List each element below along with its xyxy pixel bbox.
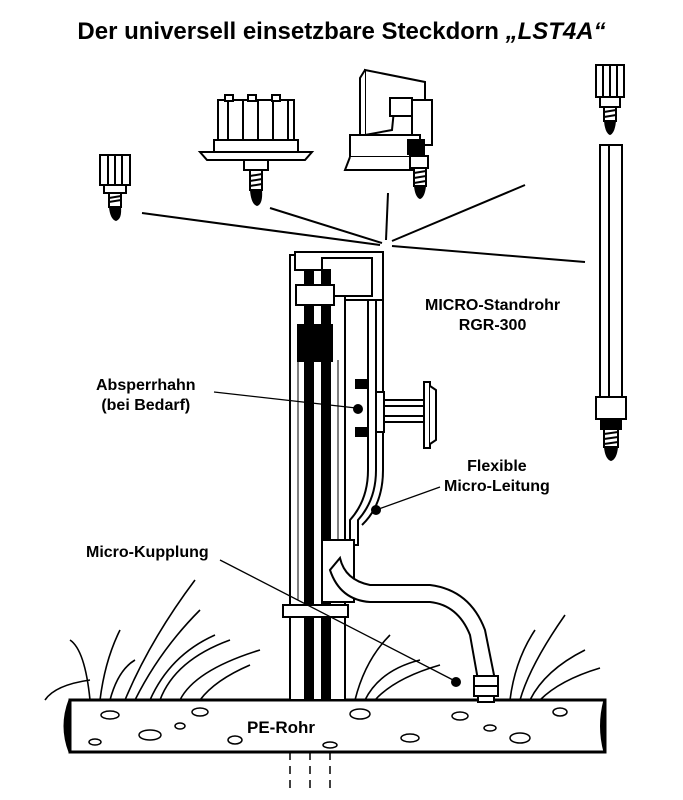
micro-standrohr-riser [595,64,627,462]
label-standrohr-line1: MICRO-Standrohr [425,297,561,314]
label-micro-kupplung: Micro-Kupplung [86,543,209,563]
label-absperrhahn-line1: Absperrhahn [96,377,196,394]
impulse-sprinkler-head [343,68,433,200]
label-micro-leitung: Flexible Micro-Leitung [444,457,550,497]
leader-lines [213,391,456,682]
label-standrohr-line2: RGR-300 [458,317,527,334]
label-absperrhahn-line2: (bei Bedarf) [101,397,191,414]
grass [44,579,601,701]
label-micro-leitung-line1: Flexible [467,458,527,475]
label-pe-rohr-text: PE-Rohr [247,718,315,737]
label-standrohr: MICRO-Standrohr RGR-300 [425,296,560,336]
rotor-spray-head [197,94,315,207]
title-prefix: Der universell einsetzbare Steckdorn [77,18,506,45]
title-model: „LST4A“ [505,18,606,45]
leader-dots [353,404,461,687]
micro-kupplung-coupling [473,675,499,703]
label-pe-rohr: PE-Rohr [247,718,315,738]
flexible-micro-leitung [321,299,497,681]
absperrhahn-valve [355,379,437,449]
connection-lines [141,184,586,263]
label-absperrhahn: Absperrhahn (bei Bedarf) [96,376,196,416]
small-spray-nozzle [99,154,131,222]
label-micro-kupplung-text: Micro-Kupplung [86,544,209,561]
pe-rohr-pipe [63,698,607,790]
diagram-title: Der universell einsetzbare Steckdorn „LS… [0,18,683,46]
label-micro-leitung-line2: Micro-Leitung [444,478,550,495]
